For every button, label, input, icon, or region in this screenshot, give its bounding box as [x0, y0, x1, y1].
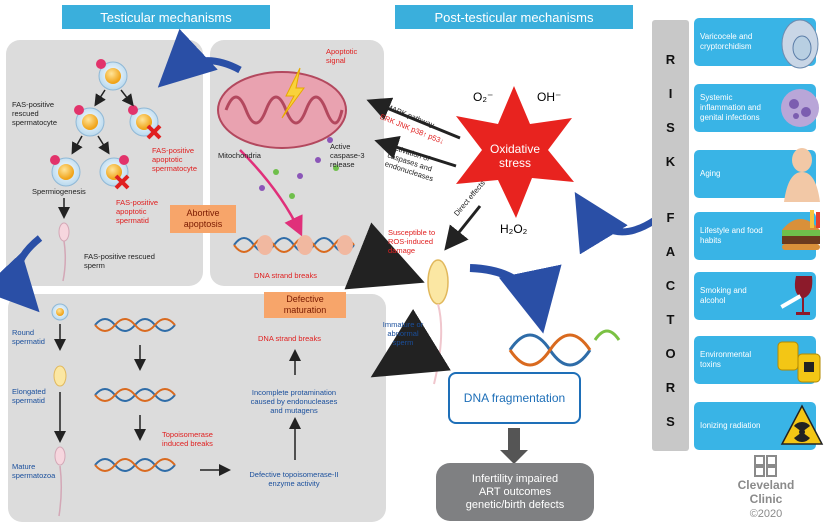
risk-item-label: Ionizing radiation: [700, 421, 761, 430]
risk-letter: O: [665, 346, 676, 361]
dna-maturation: [94, 318, 301, 476]
label-mature-spermatozoa: Mature spermatozoa: [12, 462, 56, 480]
label-dna-strand-breaks-mito: DNA strand breaks: [254, 271, 317, 280]
cigarette-wine-icon: [780, 276, 813, 315]
label-elongated-spermatid: Elongated spermatid: [12, 387, 46, 405]
risk-item-label: Systemic inflammation and genital infect…: [700, 93, 761, 122]
risk-letter: S: [666, 120, 675, 135]
bacteria-icon: [781, 89, 819, 127]
risk-letter: F: [666, 210, 675, 225]
label-oxidative-stress: Oxidative stress: [489, 142, 541, 170]
maturation-stages: [51, 303, 69, 517]
label-susceptible: Susceptible to ROS-induced damage: [388, 228, 436, 255]
label-mitochondria: Mitochondria: [218, 151, 261, 160]
radiation-icon: [780, 404, 824, 445]
elderly-man-icon: [784, 148, 820, 202]
toxic-barrels-icon: [777, 341, 821, 383]
brand-name: Cleveland Clinic: [730, 478, 802, 506]
copyright: ©2020: [749, 508, 783, 520]
risk-item-label: Varicocele and cryptorchidism: [700, 32, 753, 51]
mitochondrion: [217, 67, 347, 237]
header-testicular: Testicular mechanisms: [62, 5, 270, 29]
risk-letter: C: [665, 278, 676, 293]
infertility-line-3: genetic/birth defects: [465, 498, 565, 511]
label-defective-topoisomerase: Defective topoisomerase-II enzyme activi…: [249, 470, 339, 488]
label-caspase-release: Active caspase-3 release: [330, 142, 365, 169]
risk-letter: S: [666, 414, 675, 429]
label-defective-maturation: Defective maturation: [264, 292, 346, 318]
oxidative-stress-star: [456, 86, 574, 218]
label-h2o2: H₂O₂: [500, 222, 528, 236]
dna-helix-fragment: [508, 329, 621, 367]
risk-item-label: Environmental toxins: [700, 350, 752, 369]
risk-letter: T: [666, 312, 675, 327]
label-fas-rescued-sperm: FAS-positive rescued sperm: [84, 252, 155, 270]
risk-item-label: Aging: [700, 169, 721, 178]
label-apoptotic-signal: Apoptotic signal: [326, 47, 358, 65]
header-post-testicular: Post-testicular mechanisms: [395, 5, 633, 29]
testis-icon: [781, 19, 819, 69]
label-spermiogenesis: Spermiogenesis: [32, 187, 86, 196]
dna-strand-mito: [233, 235, 355, 255]
risk-item-label: Lifestyle and food habits: [700, 226, 763, 245]
dna-fragmentation-box: DNA fragmentation: [448, 372, 581, 424]
infertility-line-1: Infertility impaired: [471, 472, 559, 485]
label-immature-sperm: Immature or abnormal sperm: [382, 320, 424, 347]
risk-letter: A: [665, 244, 676, 259]
risk-letter: R: [665, 380, 676, 395]
label-fas-rescued-spermatocyte: FAS-positive rescued spermatocyte: [12, 100, 58, 127]
label-o2: O₂⁻: [473, 90, 494, 104]
label-abortive-apoptosis: Abortive apoptosis: [170, 205, 236, 233]
label-round-spermatid: Round spermatid: [12, 328, 45, 346]
label-fas-apoptotic-spermatid: FAS-positive apoptotic spermatid: [116, 198, 159, 225]
cleveland-clinic-logo-icon: [754, 455, 777, 477]
label-topoisomerase-breaks: Topoisomerase induced breaks: [162, 430, 213, 448]
risk-letter: K: [665, 154, 676, 169]
burger-icon: [782, 210, 820, 250]
label-dna-strand-breaks-maturation: DNA strand breaks: [258, 334, 321, 343]
germ-cells: [50, 59, 162, 282]
infertility-box: Infertility impaired ART outcomes geneti…: [436, 463, 594, 521]
risk-letter: I: [668, 86, 673, 101]
risk-factors-column: R I S K F A C T O R S: [652, 20, 689, 451]
brand-name-line: Cleveland: [737, 478, 795, 492]
label-oh: OH⁻: [537, 90, 562, 104]
label-fas-apoptotic-spermatocyte: FAS-positive apoptotic spermatocyte: [152, 146, 198, 173]
panel-defective-maturation: [8, 294, 386, 522]
label-incomplete-protamination: Incomplete protamination caused by endon…: [250, 388, 338, 415]
risk-letter: R: [665, 52, 676, 67]
risk-item-label: Smoking and alcohol: [700, 286, 747, 305]
brand-name-line: Clinic: [749, 492, 783, 506]
infertility-line-2: ART outcomes: [478, 485, 552, 498]
